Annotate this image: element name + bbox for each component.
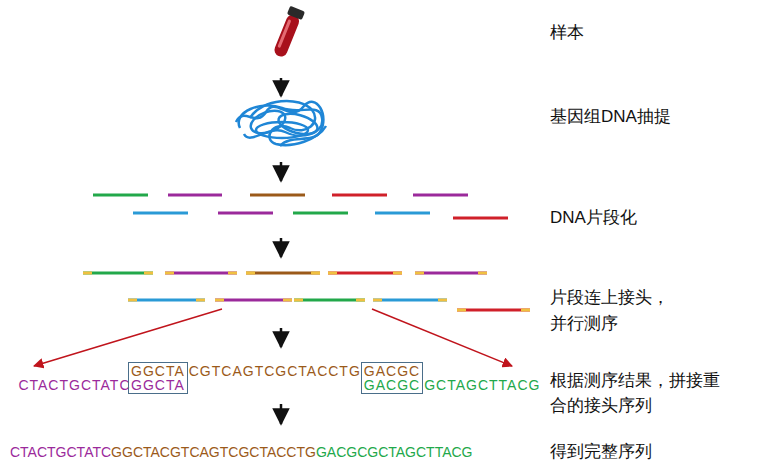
down-arrow: [280, 78, 283, 96]
step-label: 片段连上接头，并行测序: [550, 285, 674, 337]
adapters: [83, 273, 530, 310]
fragment: [215, 299, 292, 302]
leader-arrow: [372, 309, 512, 366]
fragment: [246, 272, 320, 275]
down-arrow: [280, 162, 283, 181]
fragment: [83, 272, 153, 275]
adapter-sequence: GGCTA: [131, 364, 185, 378]
step-label: 得到完整序列: [550, 441, 750, 463]
fragment: [293, 212, 348, 215]
step-label: 样本: [550, 22, 750, 44]
fragment: [133, 212, 188, 215]
fragment: [128, 299, 205, 302]
fragment: [332, 194, 387, 197]
overlap-box: GGCTAGGCTA: [128, 362, 188, 394]
down-arrow: [280, 238, 283, 257]
tube-cap: [287, 6, 305, 20]
dna-loop: [256, 122, 308, 138]
step-label: DNA片段化: [550, 207, 750, 229]
fragment: [218, 212, 273, 215]
tube-highlight: [277, 19, 291, 48]
dna-tangle: [236, 101, 326, 146]
assembled-sequence: CTACTGCTATC: [10, 444, 111, 460]
overlap-box: GACGCGACGC: [361, 362, 423, 394]
sequence-read: CTACTGCTATC: [18, 378, 130, 392]
leader-arrow: [34, 309, 222, 366]
fragment: [413, 194, 468, 197]
sequence-read: CGTCAGTCGCTACCTG: [189, 364, 361, 378]
fragment: [328, 272, 402, 275]
down-arrow: [280, 328, 283, 347]
adapter-sequence: GGCTA: [131, 378, 185, 392]
leader-arrows: [34, 309, 512, 366]
dna-strand: [236, 102, 323, 146]
fragment: [373, 299, 447, 302]
tube-body: [273, 13, 302, 59]
dna-fragments: [93, 195, 508, 218]
fragment: [250, 194, 305, 197]
fragment: [294, 299, 365, 302]
step-label: 根据测序结果，拼接重合的接头序列: [550, 368, 726, 418]
assembled-sequence: GGCTACGTCAGTCGCTACCTG: [111, 444, 316, 460]
dna-strand: [239, 105, 323, 137]
test-tube: [271, 6, 305, 59]
sequence-read: GCTAGCTTACG: [424, 378, 540, 392]
fragment: [168, 194, 222, 197]
fragment: [165, 272, 237, 275]
adapter-sequence: GACGC: [364, 378, 420, 392]
adapter-fragments: [83, 273, 530, 310]
down-arrow: [280, 404, 283, 424]
fragment: [457, 309, 530, 312]
fragment: [375, 212, 430, 215]
dna-strand: [250, 101, 326, 145]
fragment: [93, 194, 148, 197]
fragment: [415, 272, 487, 275]
step-label: 基因组DNA抽提: [550, 106, 750, 128]
fragment: [453, 217, 508, 220]
adapter-sequence: GACGC: [364, 364, 420, 378]
assembled-sequence: GACGCGCTAGCTTACG: [316, 444, 473, 460]
